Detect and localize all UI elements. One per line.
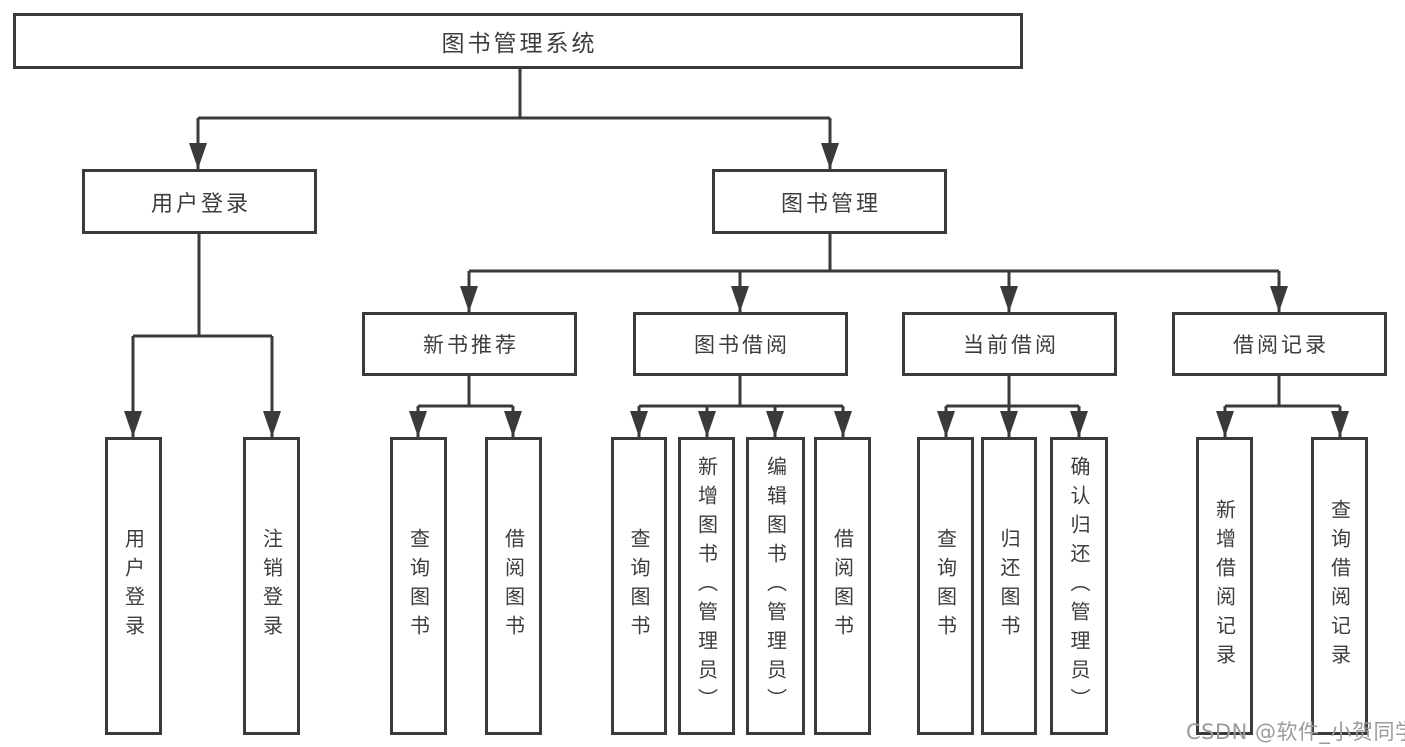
leaf-logout: 注销登录 [243, 437, 300, 735]
leaf-user-login-label: 用户登录 [121, 528, 146, 644]
leaf-borrow-books-recommend-label: 借阅图书 [501, 528, 526, 644]
leaf-return-book: 归还图书 [981, 437, 1037, 735]
leaf-edit-book-admin-label: 编辑图书（管理员） [763, 455, 788, 717]
node-new-book-recommend: 新书推荐 [362, 312, 577, 376]
leaf-confirm-return-admin: 确认归还（管理员） [1050, 437, 1108, 735]
node-borrow-records-label: 借阅记录 [1233, 333, 1329, 357]
leaf-query-books-recommend-label: 查询图书 [406, 528, 431, 644]
leaf-add-book-admin-label: 新增图书（管理员） [694, 455, 719, 717]
watermark-text: CSDN @软件_小贺同学 [1186, 720, 1405, 744]
node-book-borrow-label: 图书借阅 [694, 333, 790, 357]
leaf-add-borrow-record-label: 新增借阅记录 [1212, 499, 1237, 673]
node-borrow-records: 借阅记录 [1172, 312, 1387, 376]
leaf-confirm-return-admin-label: 确认归还（管理员） [1067, 455, 1091, 717]
leaf-borrow-books-recommend: 借阅图书 [485, 437, 542, 735]
leaf-add-borrow-record: 新增借阅记录 [1196, 437, 1253, 735]
leaf-edit-book-admin: 编辑图书（管理员） [746, 437, 805, 735]
node-root: 图书管理系统 [13, 13, 1023, 69]
node-user-login: 用户登录 [82, 169, 317, 234]
leaf-query-books-borrow-label: 查询图书 [627, 528, 651, 644]
leaf-borrow-books-label: 借阅图书 [830, 528, 855, 644]
node-current-borrow-label: 当前借阅 [963, 333, 1059, 357]
leaf-query-borrow-record-label: 查询借阅记录 [1327, 499, 1352, 673]
leaf-logout-label: 注销登录 [259, 528, 284, 644]
leaf-query-borrow-record: 查询借阅记录 [1311, 437, 1368, 735]
node-root-label: 图书管理系统 [441, 31, 598, 57]
node-book-management: 图书管理 [712, 169, 947, 234]
leaf-query-books-current: 查询图书 [917, 437, 974, 735]
node-current-borrow: 当前借阅 [902, 312, 1117, 376]
node-book-management-label: 图书管理 [780, 191, 881, 217]
leaf-return-book-label: 归还图书 [997, 528, 1021, 644]
leaf-borrow-books: 借阅图书 [814, 437, 871, 735]
node-book-borrow: 图书借阅 [633, 312, 848, 376]
leaf-user-login: 用户登录 [105, 437, 162, 735]
leaf-query-books-recommend: 查询图书 [390, 437, 447, 735]
leaf-query-books-borrow: 查询图书 [611, 437, 667, 735]
leaf-add-book-admin: 新增图书（管理员） [678, 437, 735, 735]
leaf-query-books-current-label: 查询图书 [933, 528, 958, 644]
node-new-book-recommend-label: 新书推荐 [423, 333, 519, 357]
node-user-login-label: 用户登录 [150, 191, 251, 217]
tree-connector-trunks [133, 66, 1340, 408]
